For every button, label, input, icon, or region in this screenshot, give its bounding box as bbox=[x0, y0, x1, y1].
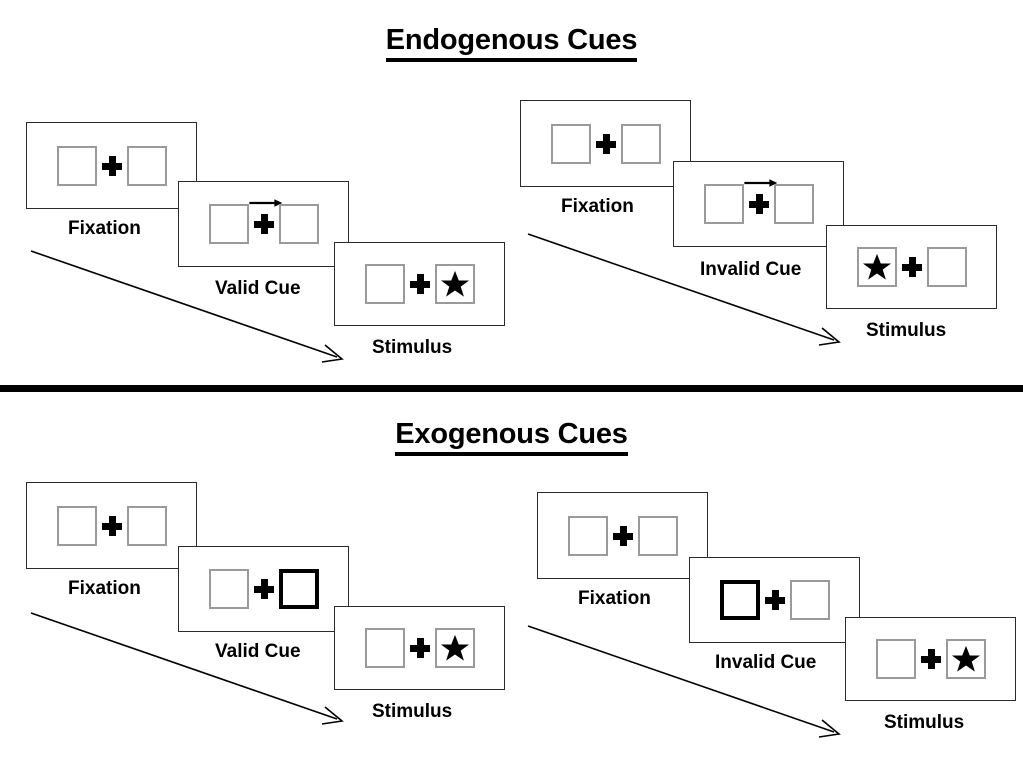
panel-content bbox=[56, 145, 167, 186]
fixation-cross-slot bbox=[897, 257, 927, 277]
right-box bbox=[926, 247, 967, 287]
fixation-cross-slot bbox=[760, 590, 790, 610]
caption-exogenous-valid-fixation: Fixation bbox=[68, 578, 141, 599]
left-box bbox=[550, 123, 591, 164]
plus-icon bbox=[409, 638, 430, 658]
caption-endogenous-valid-cue: Valid Cue bbox=[215, 278, 301, 299]
fixation-cross-slot bbox=[608, 525, 638, 546]
left-box bbox=[703, 184, 744, 224]
right-box-highlighted bbox=[278, 569, 319, 609]
left-box bbox=[56, 505, 97, 546]
fixation-cross-slot bbox=[743, 179, 777, 214]
fixation-cross-slot bbox=[97, 155, 127, 176]
left-box bbox=[364, 628, 405, 668]
panel-exogenous-valid-cue[interactable] bbox=[178, 546, 349, 632]
caption-exogenous-valid-stimulus: Stimulus bbox=[372, 701, 453, 722]
left-box bbox=[56, 145, 97, 186]
left-box-highlighted bbox=[719, 580, 760, 620]
caption-endogenous-valid-fixation: Fixation bbox=[68, 218, 141, 239]
panel-content bbox=[719, 580, 830, 620]
caption-endogenous-invalid-fixation: Fixation bbox=[561, 196, 634, 217]
fixation-cross-slot bbox=[405, 638, 435, 658]
panel-exogenous-invalid-cue[interactable] bbox=[689, 557, 860, 643]
endogenous-title-text: Endogenous Cues bbox=[385, 24, 637, 62]
star-icon bbox=[951, 645, 980, 672]
left-box bbox=[567, 515, 608, 556]
panel-exogenous-invalid-fixation[interactable] bbox=[537, 492, 708, 579]
panel-exogenous-invalid-stimulus[interactable] bbox=[845, 617, 1016, 701]
right-box bbox=[126, 145, 167, 186]
left-box bbox=[875, 639, 916, 679]
caption-endogenous-invalid-cue: Invalid Cue bbox=[700, 259, 802, 280]
plus-icon bbox=[612, 525, 633, 546]
plus-icon bbox=[764, 590, 785, 610]
panel-exogenous-valid-stimulus[interactable] bbox=[334, 606, 505, 690]
left-box bbox=[208, 569, 249, 609]
caption-endogenous-invalid-stimulus: Stimulus bbox=[866, 320, 947, 341]
plus-icon bbox=[920, 649, 941, 669]
panel-content bbox=[875, 639, 986, 679]
plus-icon bbox=[253, 214, 274, 234]
right-box bbox=[278, 204, 319, 244]
left-box bbox=[208, 204, 249, 244]
panel-content bbox=[856, 247, 967, 287]
left-box bbox=[364, 264, 405, 304]
panel-endogenous-invalid-cue[interactable] bbox=[673, 161, 844, 247]
plus-icon bbox=[409, 274, 430, 294]
right-box bbox=[789, 580, 830, 620]
panel-content bbox=[364, 264, 475, 304]
arrow-right-icon bbox=[743, 179, 777, 187]
panel-content bbox=[703, 179, 814, 224]
caption-exogenous-invalid-stimulus: Stimulus bbox=[884, 712, 965, 733]
plus-icon bbox=[101, 155, 122, 176]
caption-exogenous-invalid-cue: Invalid Cue bbox=[715, 652, 817, 673]
section-divider bbox=[0, 385, 1023, 392]
panel-content bbox=[364, 628, 475, 668]
fixation-cross-slot bbox=[97, 515, 127, 536]
star-icon bbox=[440, 270, 469, 297]
fixation-cross-slot bbox=[591, 133, 621, 154]
page-title-endogenous: Endogenous Cues bbox=[0, 24, 1023, 62]
caption-exogenous-invalid-fixation: Fixation bbox=[578, 588, 651, 609]
star-icon bbox=[440, 634, 469, 661]
fixation-cross-slot bbox=[248, 199, 282, 234]
star-icon bbox=[862, 253, 891, 280]
plus-icon bbox=[253, 579, 274, 599]
caption-exogenous-valid-cue: Valid Cue bbox=[215, 641, 301, 662]
panel-endogenous-invalid-fixation[interactable] bbox=[520, 100, 691, 187]
panel-content bbox=[208, 199, 319, 244]
panel-exogenous-valid-fixation[interactable] bbox=[26, 482, 197, 569]
exogenous-title-text: Exogenous Cues bbox=[395, 418, 628, 456]
page-title-exogenous: Exogenous Cues bbox=[0, 418, 1023, 456]
plus-icon bbox=[901, 257, 922, 277]
fixation-cross-slot bbox=[405, 274, 435, 294]
arrow-right-icon bbox=[248, 199, 282, 207]
plus-icon bbox=[595, 133, 616, 154]
right-box bbox=[434, 628, 475, 668]
right-box bbox=[637, 515, 678, 556]
left-box bbox=[856, 247, 897, 287]
right-box bbox=[434, 264, 475, 304]
fixation-cross-slot bbox=[249, 579, 279, 599]
caption-endogenous-valid-stimulus: Stimulus bbox=[372, 337, 453, 358]
panel-content bbox=[567, 515, 678, 556]
panel-content bbox=[208, 569, 319, 609]
right-box bbox=[126, 505, 167, 546]
panel-content bbox=[550, 123, 661, 164]
plus-icon bbox=[101, 515, 122, 536]
right-box bbox=[773, 184, 814, 224]
right-box bbox=[620, 123, 661, 164]
panel-endogenous-invalid-stimulus[interactable] bbox=[826, 225, 997, 309]
right-box bbox=[945, 639, 986, 679]
plus-icon bbox=[748, 194, 769, 214]
panel-endogenous-valid-cue[interactable] bbox=[178, 181, 349, 267]
panel-endogenous-valid-stimulus[interactable] bbox=[334, 242, 505, 326]
fixation-cross-slot bbox=[916, 649, 946, 669]
panel-content bbox=[56, 505, 167, 546]
panel-endogenous-valid-fixation[interactable] bbox=[26, 122, 197, 209]
